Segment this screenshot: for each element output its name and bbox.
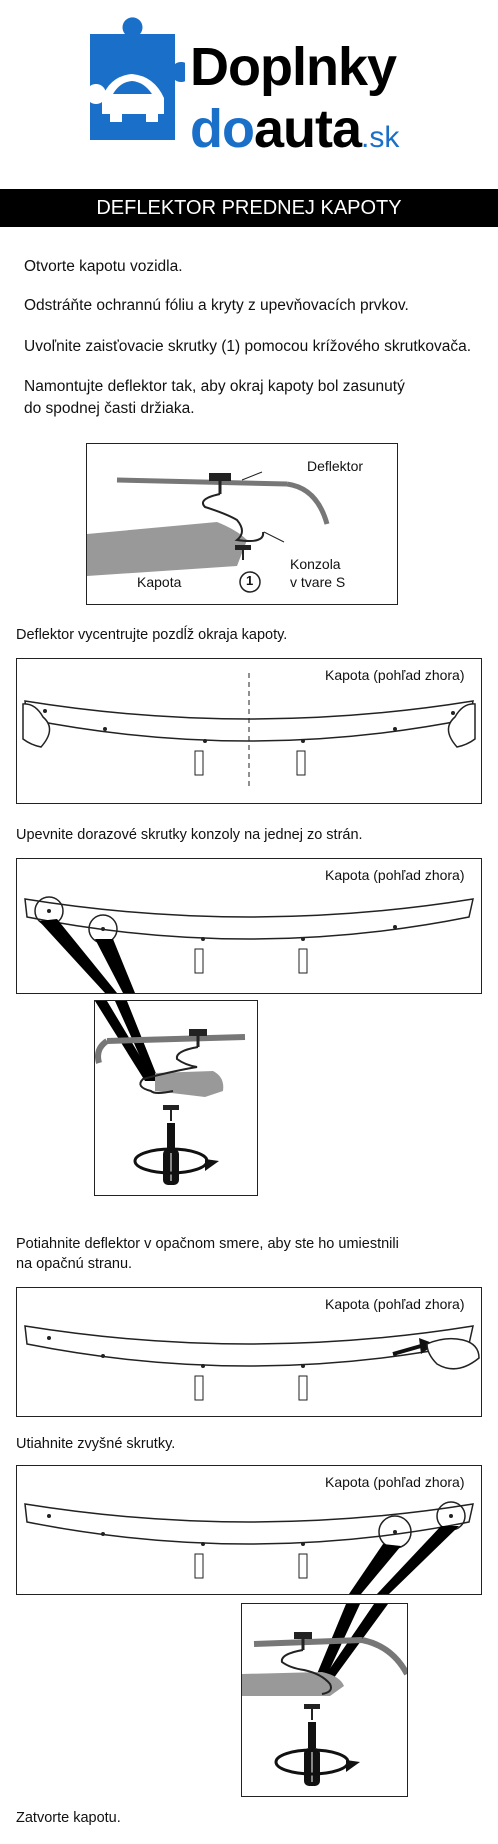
view-label-4: Kapota (pohľad zhora): [325, 1474, 465, 1490]
instruction-2: Odstráňte ochrannú fóliu a kryty z upevň…: [24, 297, 409, 314]
arrow-icon: [274, 1748, 360, 1776]
instruction-4b: do spodnej časti držiaka.: [24, 400, 195, 417]
brand-logo: [80, 14, 440, 154]
top-view-panel-3: Kapota (pohľad zhora): [16, 1287, 482, 1417]
step-center: Deflektor vycentrujte pozdĺž okraja kapo…: [16, 627, 288, 643]
view-label-2: Kapota (pohľad zhora): [325, 867, 465, 883]
zoom-panel-2: [241, 1603, 408, 1797]
bracket-diagram: Deflektor Kapota Konzola v tvare S 1: [86, 443, 398, 605]
screwdriver-icon: [163, 1123, 179, 1185]
view-label-1: Kapota (pohľad zhora): [325, 667, 465, 683]
brand-do: do: [190, 99, 255, 159]
top-view-panel-2: Kapota (pohľad zhora): [16, 858, 482, 994]
instruction-1: Otvorte kapotu vozidla.: [24, 258, 183, 275]
puzzle-car-logo-icon: [90, 17, 185, 140]
step-pull-1: Potiahnite deflektor v opačnom smere, ab…: [16, 1236, 399, 1252]
hand-icon: [426, 1337, 480, 1370]
top-view-panel-1: Kapota (pohľad zhora): [16, 658, 482, 804]
arrow-icon: [133, 1147, 219, 1175]
marker-1: 1: [246, 573, 254, 588]
step-close: Zatvorte kapotu.: [16, 1810, 121, 1826]
hand-icon: [22, 703, 51, 748]
top-view-panel-4: Kapota (pohľad zhora): [16, 1465, 482, 1595]
label-konzola-1: Konzola: [290, 556, 341, 572]
brand-auta: auta: [253, 99, 362, 159]
title-banner: DEFLEKTOR PREDNEJ KAPOTY: [0, 189, 498, 227]
brand-line-1: Doplnky: [190, 37, 397, 97]
instruction-4a: Namontujte deflektor tak, aby okraj kapo…: [24, 378, 405, 395]
hand-icon: [447, 703, 476, 748]
instruction-3: Uvoľnite zaisťovacie skrutky (1) pomocou…: [24, 338, 472, 355]
screwdriver-icon: [304, 1722, 320, 1786]
brand-line-2: doauta.sk: [190, 98, 399, 160]
view-label-3: Kapota (pohľad zhora): [325, 1296, 465, 1312]
step-fix-one-side: Upevnite dorazové skrutky konzoly na jed…: [16, 827, 363, 843]
step-tighten: Utiahnite zvyšné skrutky.: [16, 1436, 176, 1452]
step-pull-2: na opačnú stranu.: [16, 1256, 133, 1272]
label-deflektor: Deflektor: [307, 458, 364, 474]
label-kapota: Kapota: [137, 574, 182, 590]
brand-suffix: .sk: [361, 121, 400, 154]
label-konzola-2: v tvare S: [290, 574, 346, 590]
zoom-panel-1: [94, 1000, 258, 1196]
